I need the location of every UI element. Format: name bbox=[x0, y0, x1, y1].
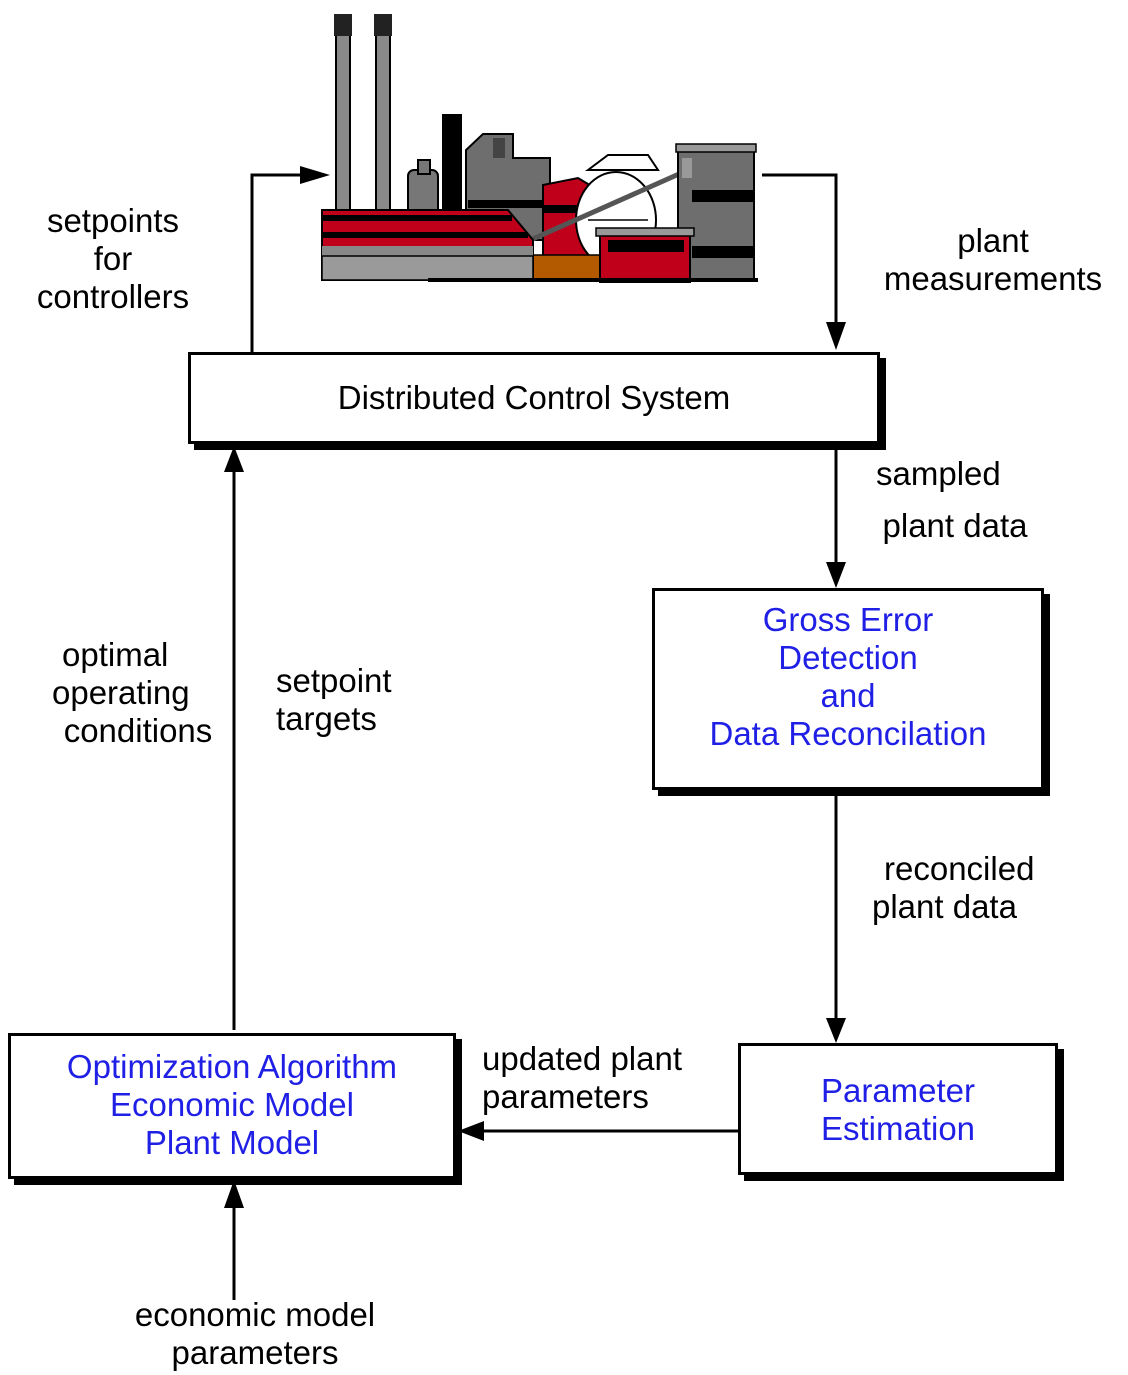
dcs-label: Distributed Control System bbox=[337, 379, 731, 416]
plant-illustration bbox=[321, 14, 758, 283]
dcs-box: Distributed Control System bbox=[188, 352, 880, 444]
gross-error-box: Gross Error Detection and Data Reconcila… bbox=[652, 588, 1044, 790]
label-reconciled-plant-data: reconciled plant data bbox=[872, 850, 1035, 925]
gross-error-line-2: Detection bbox=[778, 639, 918, 676]
optimization-box: Optimization Algorithm Economic Model Pl… bbox=[8, 1033, 456, 1179]
label-economic-model-parameters: economic model parameters bbox=[134, 1296, 376, 1371]
optimization-line-2: Economic Model bbox=[110, 1086, 354, 1123]
gross-error-line-1: Gross Error bbox=[762, 601, 934, 638]
optimization-line-3: Plant Model bbox=[144, 1124, 320, 1161]
arrow-setpoints bbox=[250, 170, 316, 352]
param-est-line-2: Estimation bbox=[820, 1110, 976, 1147]
arrow-plant-measurements bbox=[762, 173, 838, 330]
parameter-estimation-box: Parameter Estimation bbox=[738, 1043, 1058, 1175]
label-setpoint-targets: setpoint targets bbox=[276, 662, 392, 737]
optimization-line-1: Optimization Algorithm bbox=[66, 1048, 398, 1085]
gross-error-line-3: and bbox=[820, 677, 876, 714]
label-updated-plant-parameters: updated plant parameters bbox=[482, 1040, 683, 1115]
label-plant-measurements: plant measurements bbox=[883, 222, 1103, 297]
label-sampled-plant-data: sampled plant data bbox=[876, 455, 1028, 544]
gross-error-line-4: Data Reconcilation bbox=[709, 715, 987, 752]
param-est-line-1: Parameter bbox=[820, 1072, 976, 1109]
label-setpoints-for-controllers: setpoints for controllers bbox=[36, 202, 190, 315]
label-optimal-operating-conditions: optimal operating conditions bbox=[52, 636, 213, 749]
